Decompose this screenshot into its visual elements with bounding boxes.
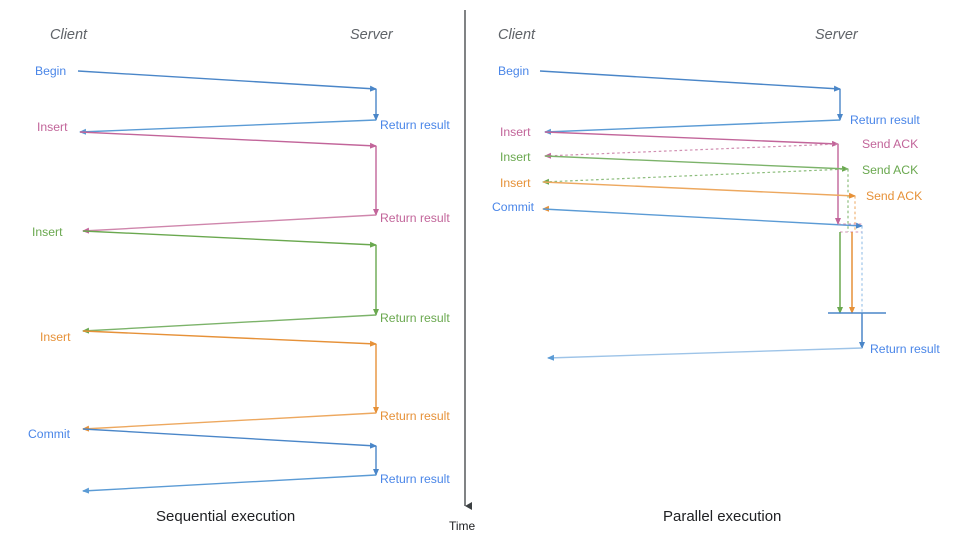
caption-parallel: Parallel execution xyxy=(663,508,781,525)
message-commit-right: Commit xyxy=(492,200,863,229)
server-event-label-return-4-left: Return result xyxy=(380,409,450,423)
ack-orange-dotted-right xyxy=(542,196,856,232)
message-return-5-left: Return result xyxy=(82,472,450,494)
server-event-label-return-2-left: Return result xyxy=(380,211,450,225)
message-return-3-left: Return result xyxy=(82,311,450,334)
lane-label-server-right: Server xyxy=(815,27,859,43)
server-event-label-return-3-left: Return result xyxy=(380,311,450,325)
server-event-label-ack-3-right: Send ACK xyxy=(866,189,922,203)
message-insert-pink-left: Insert xyxy=(37,120,379,216)
server-event-label-return-5-left: Return result xyxy=(380,472,450,486)
caption-sequential: Sequential execution xyxy=(156,508,295,525)
message-insert-orange-right: Insert Send ACK xyxy=(500,176,922,203)
message-insert-orange-left: Insert xyxy=(40,330,379,414)
message-begin-right: Begin xyxy=(498,64,843,121)
message-return-2-left: Return result xyxy=(82,211,450,234)
message-return-1-left: Return result xyxy=(79,118,450,135)
message-begin-left: Begin xyxy=(35,64,379,121)
parallel-fork-region xyxy=(828,223,886,349)
message-insert-pink-right: Insert Send ACK xyxy=(500,125,918,225)
message-return-final-right: Return result xyxy=(547,342,940,361)
server-event-label-ack-2-right: Send ACK xyxy=(862,163,918,177)
client-event-label-insert-3-left: Insert xyxy=(40,330,71,344)
panel-sequential: Client Server Begin Return result Insert… xyxy=(28,27,450,525)
client-event-label-insert-1-left: Insert xyxy=(37,120,68,134)
panel-parallel: Client Server Begin Return result Insert… xyxy=(492,27,940,525)
lane-label-server-left: Server xyxy=(350,27,394,43)
client-event-label-begin-left: Begin xyxy=(35,64,66,78)
server-event-label-return-1-left: Return result xyxy=(380,118,450,132)
message-insert-green-right: Insert Send ACK xyxy=(500,150,918,177)
message-commit-left: Commit xyxy=(28,427,379,476)
client-event-label-commit-left: Commit xyxy=(28,427,71,441)
client-event-label-insert-1-right: Insert xyxy=(500,125,531,139)
lane-label-client-left: Client xyxy=(50,27,88,43)
message-insert-green-left: Insert xyxy=(32,225,379,316)
client-event-label-commit-right: Commit xyxy=(492,200,535,214)
client-event-label-begin-right: Begin xyxy=(498,64,529,78)
server-event-label-return-1-right: Return result xyxy=(850,113,920,127)
lane-label-client-right: Client xyxy=(498,27,536,43)
ack-green-dotted-right xyxy=(542,168,849,232)
client-event-label-insert-2-right: Insert xyxy=(500,150,531,164)
message-return-1-right: Return result xyxy=(544,113,920,135)
client-event-label-insert-3-right: Insert xyxy=(500,176,531,190)
ack-pink-dotted-right xyxy=(544,143,839,159)
client-event-label-insert-2-left: Insert xyxy=(32,225,63,239)
time-axis-label: Time xyxy=(449,519,476,533)
server-event-label-return-final-right: Return result xyxy=(870,342,940,356)
server-event-label-ack-1-right: Send ACK xyxy=(862,137,918,151)
time-axis: Time xyxy=(449,10,476,533)
message-return-4-left: Return result xyxy=(82,409,450,432)
